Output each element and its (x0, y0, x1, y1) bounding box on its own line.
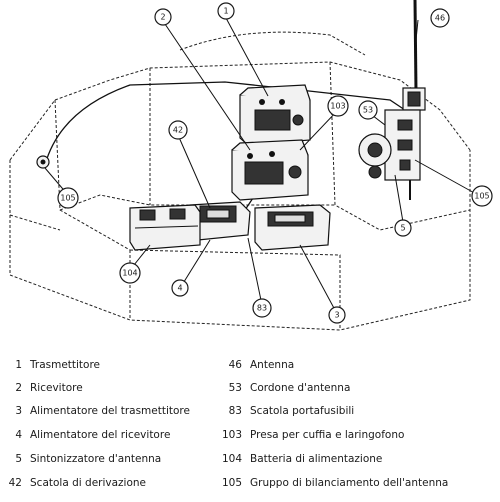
svg-text:5: 5 (400, 224, 405, 233)
svg-text:42: 42 (173, 126, 183, 135)
callout-105-left: 105 (57, 187, 79, 209)
callout-103: 103 (327, 95, 349, 117)
svg-text:2: 2 (160, 13, 165, 22)
svg-text:1: 1 (223, 7, 228, 16)
svg-text:4: 4 (177, 284, 182, 293)
svg-text:105: 105 (60, 194, 75, 203)
callout-53: 53 (358, 100, 378, 120)
svg-text:103: 103 (330, 102, 345, 111)
svg-text:53: 53 (363, 106, 373, 115)
callout-83: 83 (252, 298, 272, 318)
antenna-cable (44, 81, 406, 166)
svg-text:46: 46 (435, 14, 445, 23)
callout-46: 46 (430, 8, 450, 28)
callout-5: 5 (394, 219, 412, 237)
callout-105-right: 105 (471, 185, 493, 207)
transmitter-power-supply (254, 204, 331, 251)
headset-jack (36, 155, 50, 169)
transmitter-unit (239, 84, 311, 146)
callout-2: 2 (154, 8, 172, 26)
callout-4: 4 (171, 279, 189, 297)
battery (129, 204, 201, 251)
equipment-installation-diagram: 1 2 3 4 5 42 46 53 83 103 104 105 105 (9, 0, 493, 331)
callout-3: 3 (328, 306, 346, 324)
receiver-unit (231, 139, 309, 201)
callout-1: 1 (217, 2, 235, 20)
antenna-mast (402, 0, 426, 111)
svg-text:83: 83 (257, 304, 267, 313)
antenna-tuner (358, 109, 421, 200)
svg-text:104: 104 (122, 269, 137, 278)
svg-text:105: 105 (474, 192, 489, 201)
callout-104: 104 (119, 262, 141, 284)
svg-text:3: 3 (334, 311, 339, 320)
callout-42: 42 (168, 120, 188, 140)
